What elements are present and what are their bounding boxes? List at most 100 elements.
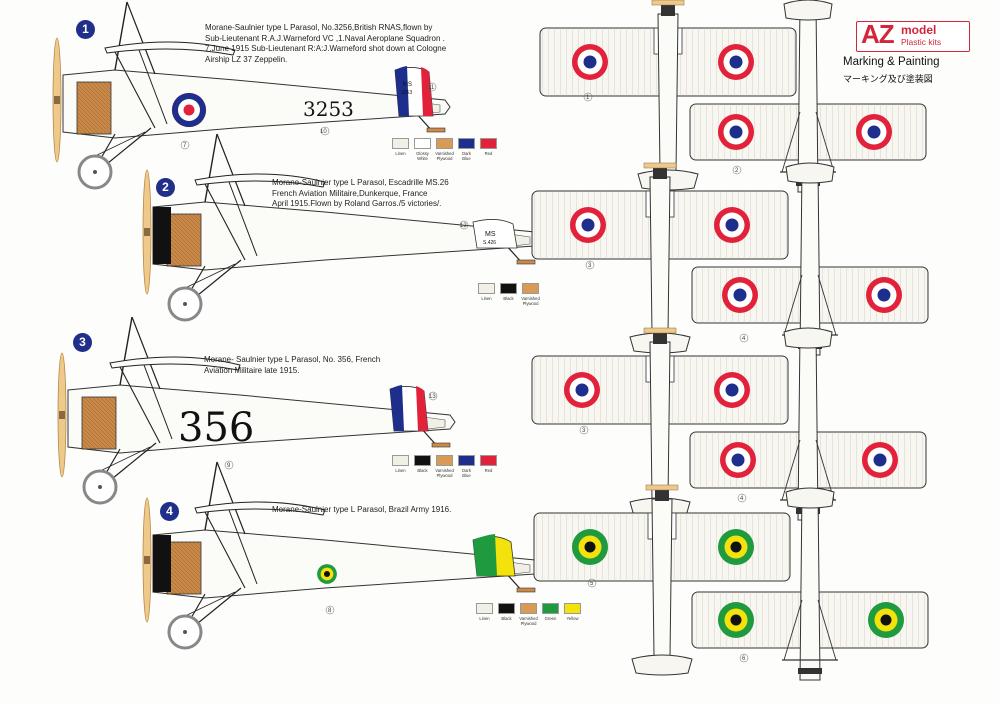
callout-4: 4 [742,336,746,342]
color-swatch: Yellow [564,603,581,626]
swatch-color [436,138,453,149]
swatches-scheme-1: Linen Glossy White Varnished Plywood Dark B… [392,138,497,161]
color-swatch: Black [498,603,515,626]
callout-8: 8 [328,608,332,614]
swatch-label: Dark Blue [462,151,471,161]
swatch-label: Linen [479,616,490,621]
rudder-serial-2: S.426 [483,240,496,246]
color-swatch: Linen [476,603,493,626]
profile-scheme-3: 356 [56,315,457,505]
callout-1: 1 [586,95,590,101]
callout-6: 6 [742,656,746,662]
swatch-label: Varnished Plywood [435,151,454,161]
swatch-label: Linen [395,151,406,156]
scheme-badge-3: 3 [73,333,92,352]
fuselage-number: 356 [178,405,254,451]
profile-scheme-4 [141,460,542,650]
color-swatch: Linen [392,138,409,161]
scheme-badge-2: 2 [156,178,175,197]
rudder-serial: 3253 [401,90,412,96]
swatch-label: Red [484,151,493,156]
color-swatch: Black [500,283,517,306]
callout-7: 7 [183,143,187,149]
swatch-label: Varnished Plywood [521,296,540,306]
fuselage-serial: 3253 [303,97,354,121]
swatch-color [414,138,431,149]
swatch-color [480,138,497,149]
swatch-label: Linen [481,296,492,301]
rudder-mark-2: MS [485,231,496,238]
color-swatch: Varnished Plywood [435,455,454,478]
swatch-label: Varnished Plywood [519,616,538,626]
scheme-badge-1: 1 [76,20,95,39]
caption-scheme-4: Morane-Saulnier type L Parasol, Brazil A… [272,505,452,514]
callout-4b: 4 [740,496,744,502]
color-swatch: Linen [392,455,409,478]
color-swatch: Varnished Plywood [521,283,540,306]
swatch-color [392,138,409,149]
swatch-color [478,283,495,294]
color-swatch: Glossy White [414,138,431,161]
swatch-color [564,603,581,614]
swatch-color [458,138,475,149]
az-model-logo: AZ model Plastic kits [856,19,970,52]
swatch-label: Black [501,616,512,621]
callout-9: 9 [227,463,231,469]
topview-3 [531,162,789,354]
swatch-label: Linen [395,468,406,473]
callout-12: 12 [460,223,467,229]
swatch-color [392,455,409,466]
swatch-color [436,455,453,466]
callout-13: 13 [429,394,436,400]
profile-scheme-1: 3253 MS 3253 [51,0,452,190]
scheme-badge-4: 4 [160,502,179,521]
swatch-color [522,283,539,294]
color-swatch: Varnished Plywood [519,603,538,626]
caption-scheme-2: Morane-Saulnier type L Parasol, Escadril… [272,178,449,208]
swatch-label: Yellow [566,616,579,621]
color-swatch: Black [414,455,431,478]
profile-scheme-2: MS S.426 [141,132,542,322]
callout-10: 10 [320,129,327,135]
color-swatch: Green [542,603,559,626]
color-swatch: Linen [478,283,495,306]
swatch-label: Dark Blue [462,468,471,478]
logo-brand: AZ [861,19,895,49]
sheet-title-jp: マーキング及び塗装図 [843,75,933,85]
swatch-label: Varnished Plywood [435,468,454,478]
topview-1 [539,0,797,191]
color-swatch: Dark Blue [458,455,475,478]
swatch-color [500,283,517,294]
swatch-color [498,603,515,614]
swatch-color [414,455,431,466]
swatch-label: Green [544,616,557,621]
color-swatch: Red [480,138,497,161]
logo-model: model [901,23,937,37]
swatches-scheme-3: Linen Black Varnished Plywood Dark Blue Red [392,455,497,478]
logo-subtitle: Plastic kits [901,37,942,47]
swatch-label: Black [503,296,514,301]
callout-11: 11 [428,85,435,91]
rudder-mark: MS [403,82,412,88]
caption-scheme-1: Morane-Saulnier type L Parasol, No.3256,… [205,23,447,64]
callout-5: 5 [590,581,594,587]
color-swatch: Varnished Plywood [435,138,454,161]
swatch-color [480,455,497,466]
swatch-color [520,603,537,614]
sheet-title: Marking & Painting [843,56,940,68]
callout-3b: 3 [582,428,586,434]
color-swatch: Dark Blue [458,138,475,161]
callout-2: 2 [735,168,739,174]
callout-3: 3 [588,263,592,269]
callouts: 1 2 3 4 3 4 5 6 7 10 11 12 9 13 [180,82,749,663]
swatches-scheme-4: Linen Black Varnished Plywood Green Yellow [476,603,581,626]
swatch-label: Red [484,468,493,473]
caption-scheme-3: Morane- Saulnier type L Parasol, No. 356… [204,355,381,375]
swatch-color [476,603,493,614]
swatch-color [458,455,475,466]
swatch-color [542,603,559,614]
swatch-label: Black [417,468,428,473]
swatch-label: Glossy White [416,151,429,161]
